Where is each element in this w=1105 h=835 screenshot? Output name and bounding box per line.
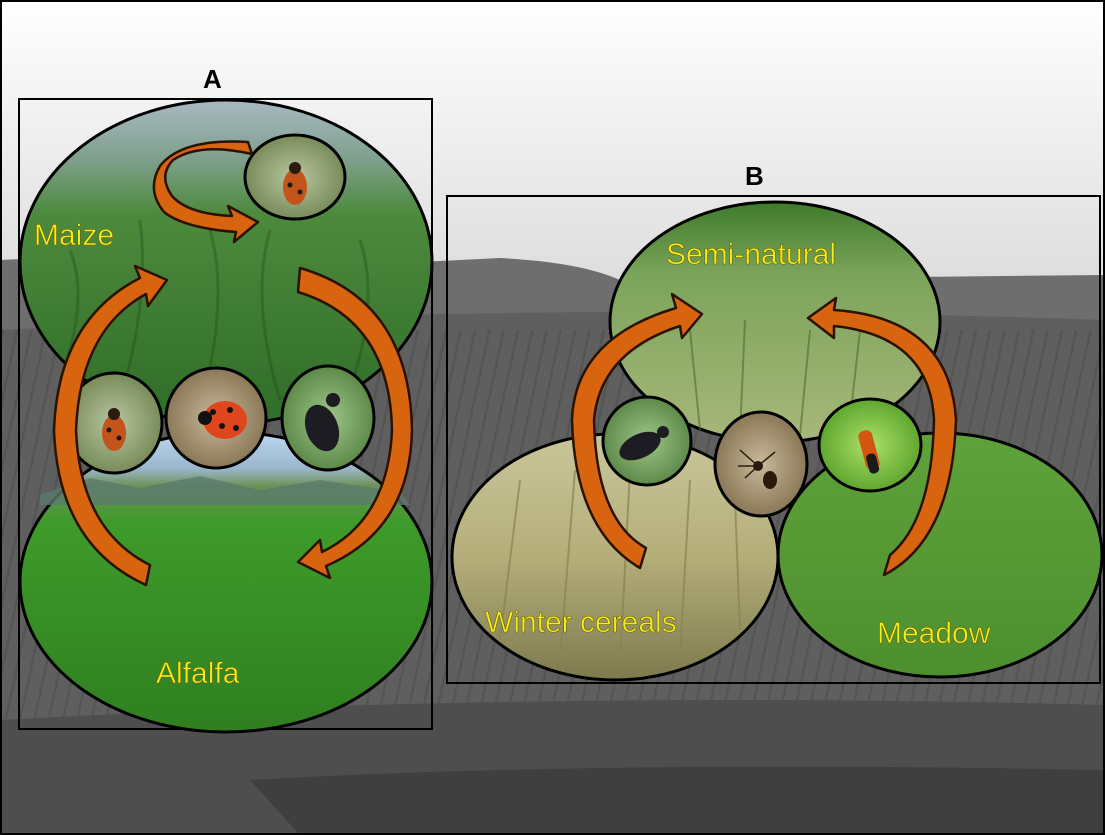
spider-circle (715, 412, 807, 516)
panel-b-letter: B (745, 161, 764, 191)
maize-label: Maize (34, 219, 114, 252)
rove-beetle-circle (819, 399, 921, 491)
ground-beetle-circle-b (603, 397, 691, 485)
ladybird-circle (166, 368, 266, 468)
panel-a-letter: A (203, 64, 222, 94)
ladybird-larva-circle-top (245, 135, 345, 219)
winter-cereals-label: Winter cereals (485, 606, 677, 639)
semi-natural-label: Semi-natural (666, 238, 836, 271)
meadow-label: Meadow (877, 617, 991, 650)
alfalfa-label: Alfalfa (156, 657, 240, 690)
ground-beetle-circle (282, 366, 374, 470)
panel-a: Maize Alfalfa (20, 100, 432, 732)
